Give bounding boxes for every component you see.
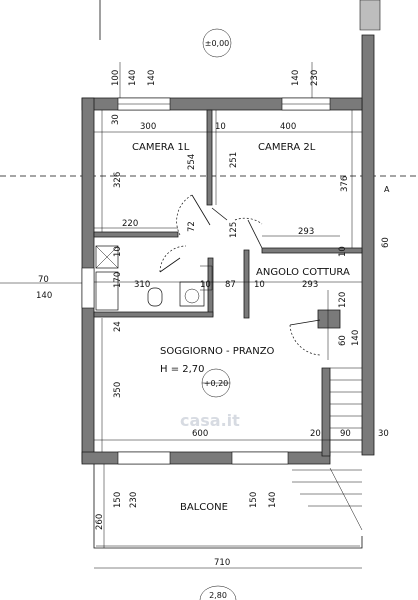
dim-230-a: 230 [310, 70, 320, 86]
dim-30-a: 30 [111, 114, 121, 125]
dim-72: 72 [187, 221, 197, 232]
dim-140-d: 140 [351, 330, 361, 346]
dim-20: 20 [310, 429, 321, 439]
door-balcony-left [117, 451, 171, 465]
door-leaf-camera2 [211, 207, 228, 221]
dim-260: 260 [95, 514, 105, 530]
level-top-label: ±0,00 [205, 39, 230, 48]
dim-140-b: 140 [147, 70, 157, 86]
dim-140-c: 140 [291, 70, 301, 86]
door-leaf-bathroom [159, 257, 181, 273]
bathroom-cabinet [95, 271, 119, 311]
watermark-logo: casa.it [180, 411, 240, 430]
dim-293-a: 293 [298, 227, 314, 237]
dim-10-a: 10 [215, 122, 226, 132]
room-camera1: CAMERA 1L [132, 142, 190, 153]
dim-254: 254 [187, 154, 197, 170]
door-leaf-camera1 [191, 194, 211, 226]
dim-350: 350 [113, 382, 123, 398]
level-marker-top [202, 28, 232, 58]
door-balcony-right [231, 451, 289, 465]
side-label-60: 60 [381, 237, 391, 248]
washbasin-bowl-icon [184, 288, 200, 304]
room-camera2: CAMERA 2L [258, 142, 316, 153]
dim-326: 326 [113, 172, 123, 188]
dim-293-b: 293 [302, 280, 318, 290]
right-exterior-wall [361, 34, 375, 456]
dim-220: 220 [122, 219, 138, 229]
window-bathroom [81, 267, 95, 309]
level-marker-bottom [199, 585, 237, 600]
dim-87: 87 [225, 280, 236, 290]
dim-10-b: 10 [113, 246, 123, 257]
room-balcone: BALCONE [180, 502, 228, 513]
door-leaf-hall [247, 219, 263, 249]
dim-150-a: 150 [113, 492, 123, 508]
dim-24: 24 [113, 321, 123, 332]
dim-60-b: 60 [338, 335, 348, 346]
balcony-outline [93, 464, 363, 549]
wall-camera1-bottom [93, 231, 179, 238]
dim-140-left: 140 [36, 291, 52, 301]
dim-90: 90 [340, 429, 351, 439]
dim-310: 310 [134, 280, 150, 290]
dim-120: 120 [338, 292, 348, 308]
room-angolo-cottura: ANGOLO COTTURA [256, 267, 350, 278]
room-soggiorno-pranzo: SOGGIORNO - PRANZO [160, 346, 275, 357]
level-bottom-label: 2,80 [209, 591, 227, 600]
room-height: H = 2,70 [160, 364, 205, 375]
dim-230-b: 230 [129, 492, 139, 508]
dim-300: 300 [140, 122, 156, 132]
dimension-lines [0, 62, 362, 569]
right-structure-top [359, 0, 381, 31]
dim-600: 600 [192, 429, 208, 439]
side-label-a: A [384, 185, 390, 194]
dim-125: 125 [229, 222, 239, 238]
dim-10-d: 10 [200, 280, 211, 290]
wall-kitchen-bottom [317, 309, 341, 329]
dim-170: 170 [113, 272, 123, 288]
dim-251: 251 [229, 152, 239, 168]
door-arc-kitchen [289, 324, 321, 356]
dim-70: 70 [38, 275, 49, 285]
dim-10-c: 10 [338, 246, 348, 257]
dim-400: 400 [280, 122, 296, 132]
dim-376: 376 [340, 176, 350, 192]
bidet-icon [200, 265, 213, 291]
wall-camera2-bottom [261, 247, 363, 254]
door-arc-bathroom [159, 245, 187, 273]
dim-140-a: 140 [128, 70, 138, 86]
wall-living-right [321, 367, 331, 457]
dim-30-b: 30 [378, 429, 389, 439]
dim-150-b: 150 [249, 492, 259, 508]
door-leaf-kitchen [289, 319, 321, 326]
dim-10-e: 10 [254, 280, 265, 290]
wall-camera1-camera2 [206, 109, 213, 206]
wall-bathroom-bottom [93, 311, 214, 318]
level-main-label: +0,20 [204, 379, 229, 388]
dim-710: 710 [214, 558, 230, 568]
door-arc-camera1 [176, 194, 193, 236]
toilet-icon [147, 287, 163, 307]
dim-100: 100 [111, 70, 121, 86]
wall-kitchen-left [243, 249, 250, 319]
dim-140-e: 140 [268, 492, 278, 508]
